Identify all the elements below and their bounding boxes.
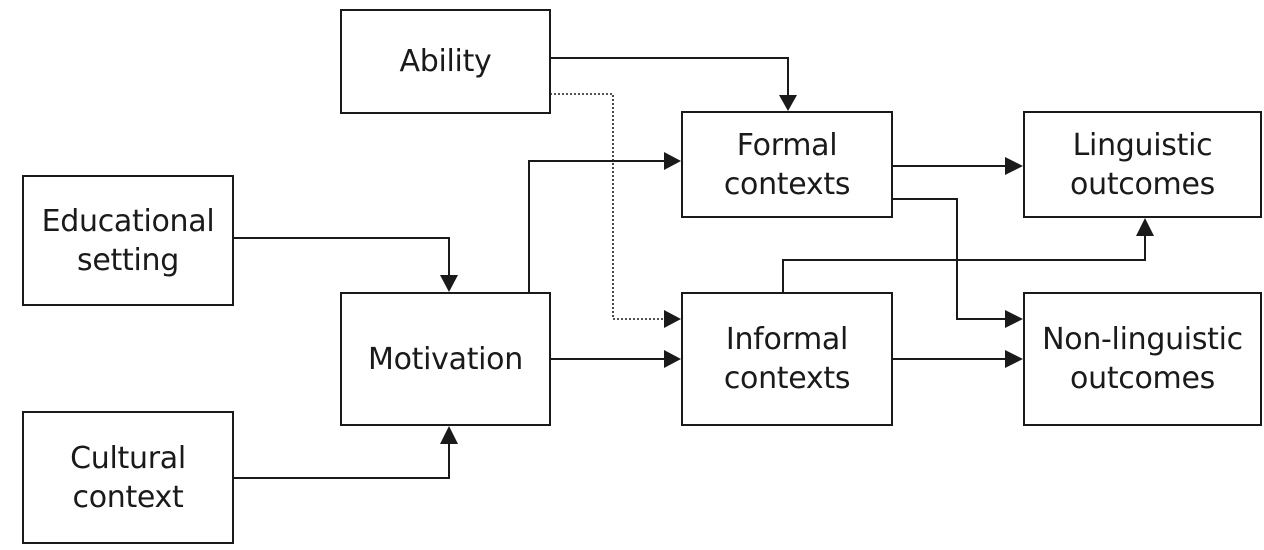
node-linguistic-outcomes: Linguistic outcomes xyxy=(1023,111,1262,218)
arrowhead-right-nonlinguistic-top xyxy=(1005,310,1023,328)
node-motivation: Motivation xyxy=(340,292,551,426)
arrowhead-right-linguistic xyxy=(1005,157,1023,175)
edge-motivation-to-formal xyxy=(528,160,666,293)
edge-ability-to-informal xyxy=(550,93,666,320)
arrowhead-up-motivation xyxy=(440,426,458,444)
arrowhead-right-informal-dotted xyxy=(664,310,681,328)
node-formal-contexts-label: Formal contexts xyxy=(723,127,851,202)
node-ability-label: Ability xyxy=(399,44,492,79)
arrowhead-down-formal xyxy=(779,95,797,111)
node-linguistic-outcomes-label: Linguistic outcomes xyxy=(1070,127,1215,202)
node-ability: Ability xyxy=(340,9,551,114)
edge-informal-to-linguistic xyxy=(782,234,1146,293)
edge-educational-to-motivation xyxy=(233,237,450,277)
edge-ability-to-formal xyxy=(550,57,789,97)
arrowhead-down-motivation xyxy=(440,275,458,292)
node-informal-contexts: Informal contexts xyxy=(681,292,893,426)
node-educational-setting-label: Educational setting xyxy=(41,203,215,278)
arrowhead-right-formal xyxy=(664,152,681,170)
node-informal-contexts-label: Informal contexts xyxy=(723,322,851,396)
node-cultural-context: Cultural context xyxy=(22,411,234,544)
node-cultural-context-label: Cultural context xyxy=(70,440,186,515)
arrowhead-right-nonlinguistic-bottom xyxy=(1005,350,1023,368)
arrowhead-up-linguistic xyxy=(1136,218,1154,236)
node-formal-contexts: Formal contexts xyxy=(681,111,893,218)
node-non-linguistic-outcomes-label: Non-linguistic outcomes xyxy=(1042,322,1243,396)
node-motivation-label: Motivation xyxy=(368,341,523,377)
edge-cultural-to-motivation xyxy=(233,442,450,479)
arrowhead-right-informal xyxy=(664,350,681,368)
node-educational-setting: Educational setting xyxy=(22,175,234,306)
node-non-linguistic-outcomes: Non-linguistic outcomes xyxy=(1023,292,1262,426)
